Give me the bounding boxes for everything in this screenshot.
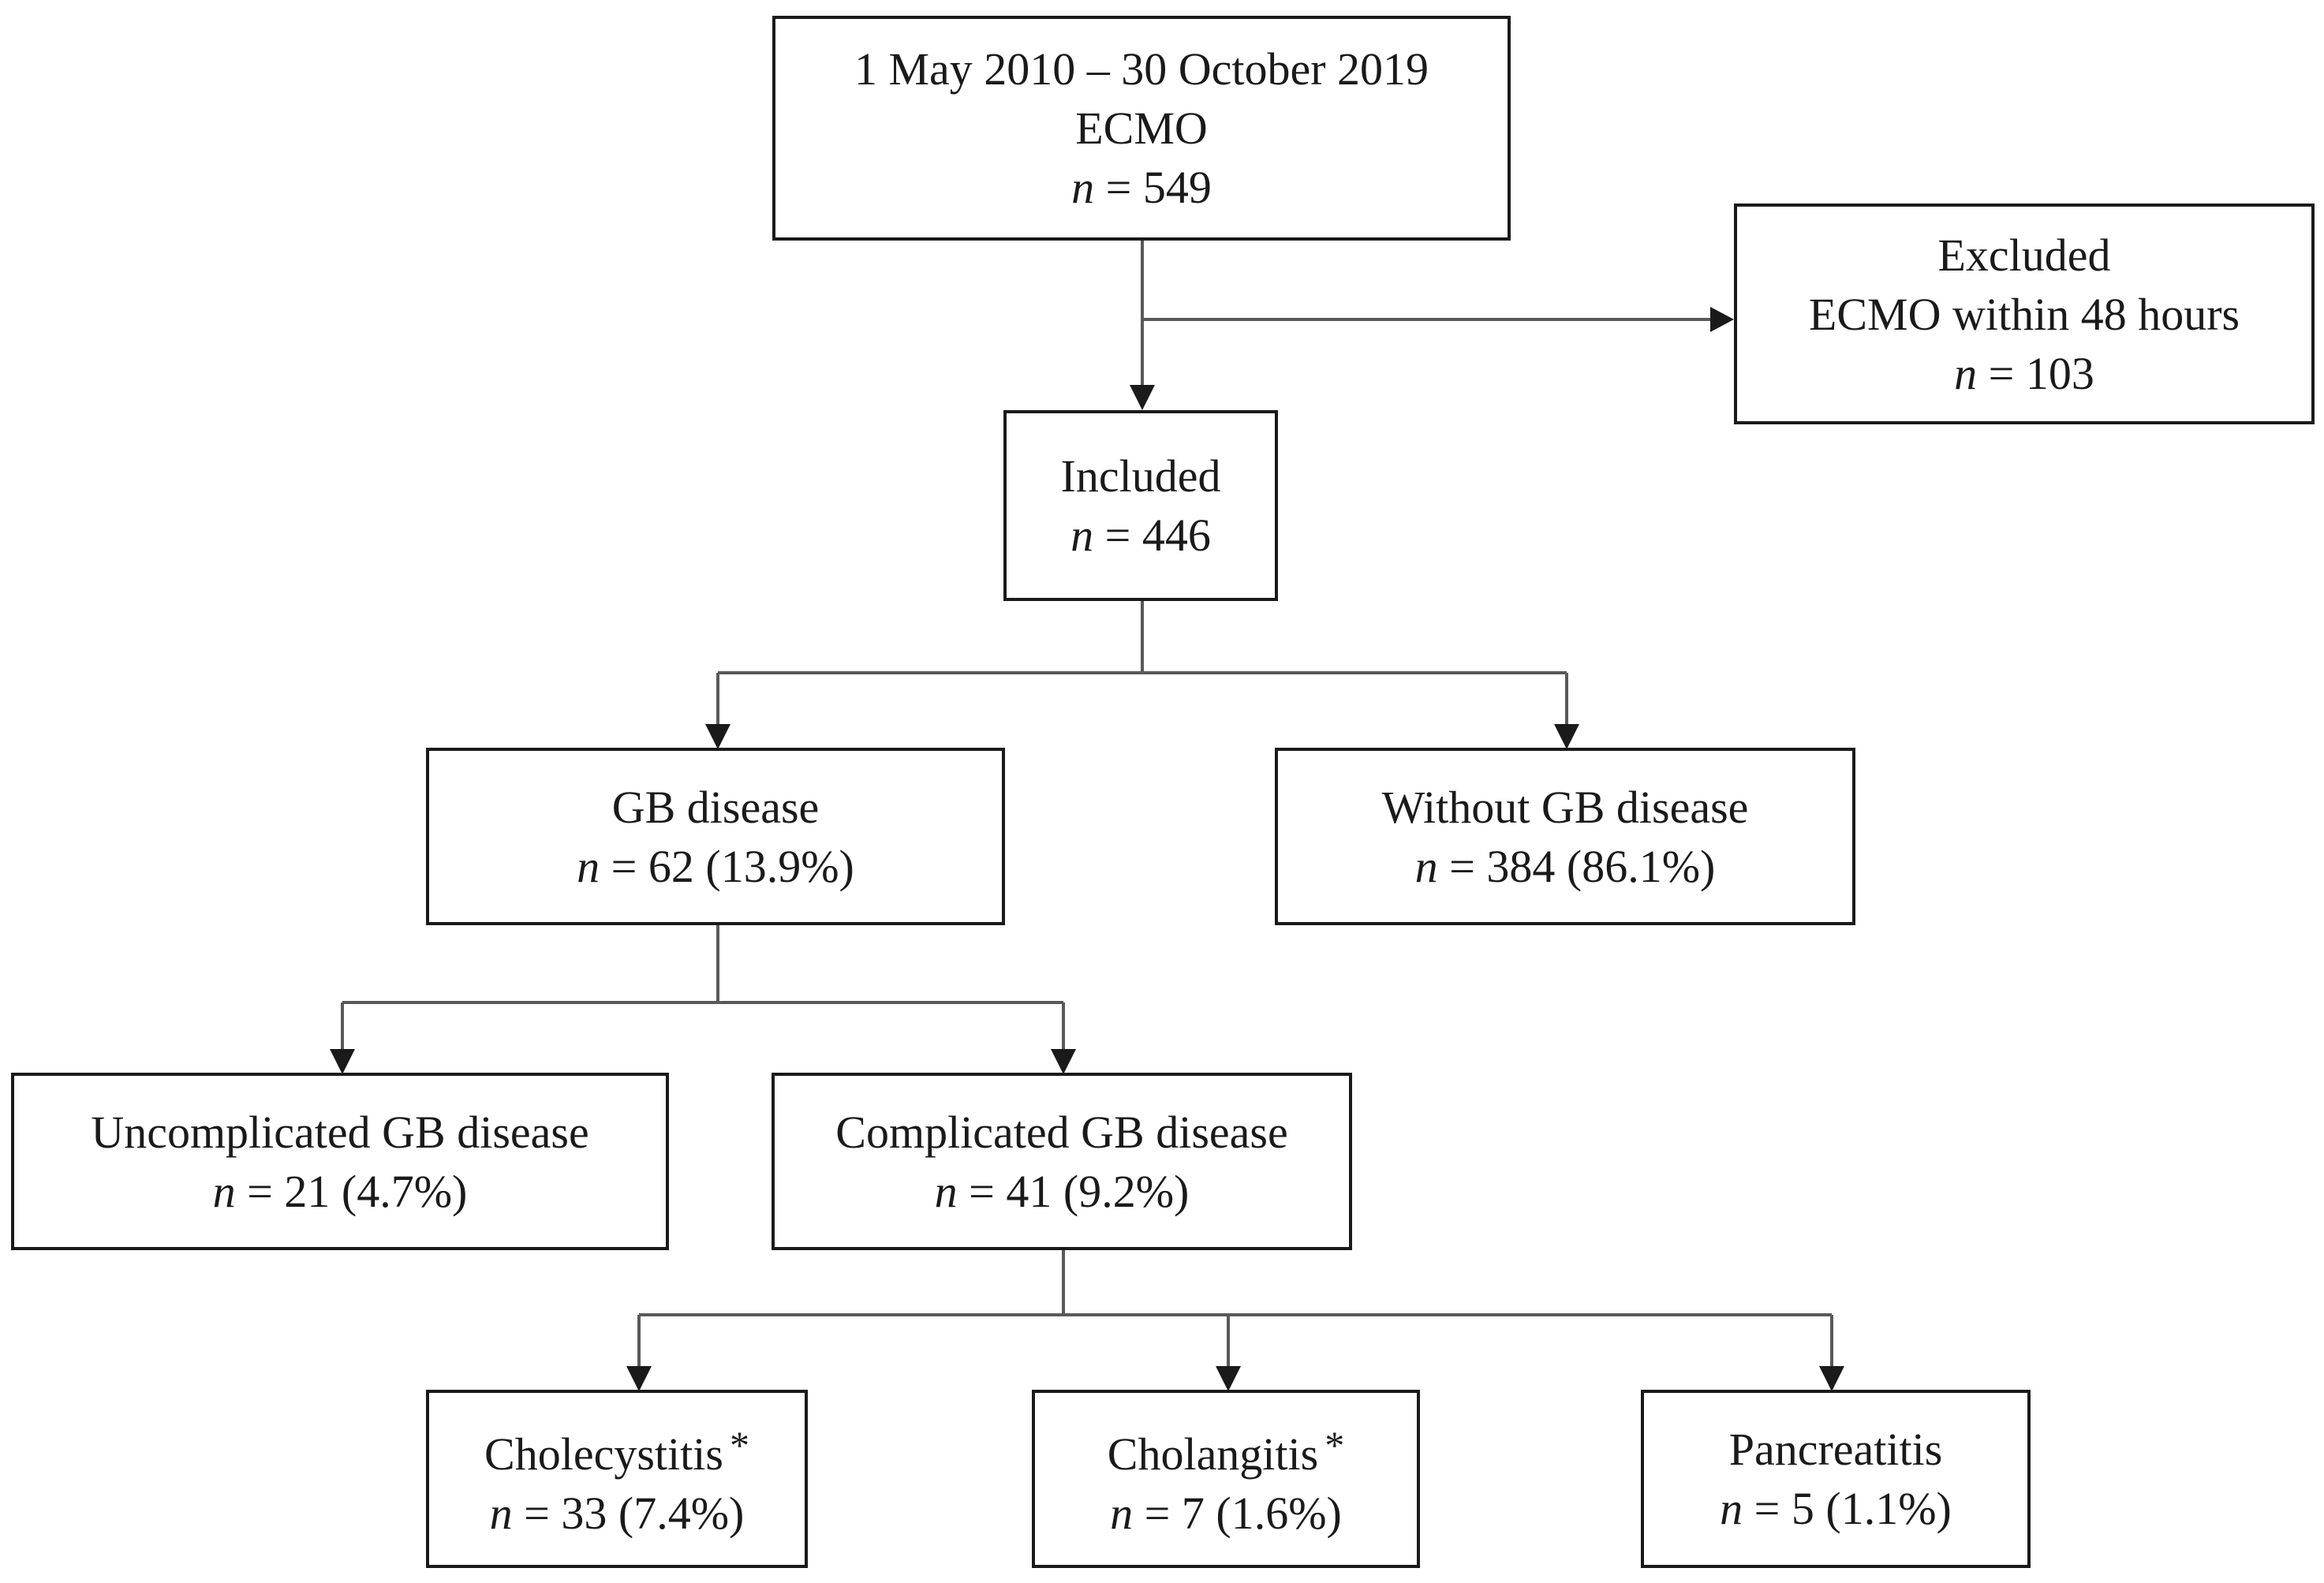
arrowhead-cholangitis	[1216, 1366, 1241, 1391]
asterisk-marker: *	[1325, 1422, 1345, 1467]
arrowhead-complicated	[1051, 1049, 1076, 1074]
cholangitis-label: Cholangitis*	[1107, 1422, 1345, 1480]
included-label: Included	[1060, 450, 1221, 502]
included-count: n = 446	[1070, 510, 1211, 561]
ecmo-count: n = 549	[1071, 162, 1212, 213]
cholangitis-count: n = 7 (1.6%)	[1110, 1487, 1342, 1539]
uncomplicated-label: Uncomplicated GB disease	[91, 1106, 589, 1158]
arrowhead-gb-disease	[705, 724, 730, 749]
included-box: Included n = 446	[1003, 410, 1278, 601]
arrowhead-pancreatitis	[1819, 1366, 1844, 1391]
pancreatitis-box: Pancreatitis n = 5 (1.1%)	[1641, 1390, 2031, 1568]
without-gb-box: Without GB disease n = 384 (86.1%)	[1275, 748, 1855, 925]
cholecystitis-count: n = 33 (7.4%)	[489, 1487, 745, 1539]
ecmo-label: ECMO	[1075, 103, 1208, 154]
arrowhead-included	[1130, 385, 1155, 410]
cholangitis-box: Cholangitis* n = 7 (1.6%)	[1032, 1390, 1420, 1568]
complicated-label: Complicated GB disease	[835, 1106, 1288, 1158]
uncomplicated-box: Uncomplicated GB disease n = 21 (4.7%)	[11, 1073, 669, 1250]
cholecystitis-label: Cholecystitis*	[484, 1422, 749, 1480]
arrowhead-without-gb	[1554, 724, 1579, 749]
ecmo-box: 1 May 2010 – 30 October 2019 ECMO n = 54…	[772, 16, 1511, 241]
gb-disease-label: GB disease	[611, 781, 820, 833]
pancreatitis-label: Pancreatitis	[1728, 1424, 1943, 1475]
uncomplicated-count: n = 21 (4.7%)	[212, 1165, 468, 1217]
without-gb-count: n = 384 (86.1%)	[1414, 840, 1716, 892]
cholecystitis-box: Cholecystitis* n = 33 (7.4%)	[426, 1390, 808, 1568]
gb-disease-box: GB disease n = 62 (13.9%)	[426, 748, 1005, 925]
gb-disease-count: n = 62 (13.9%)	[577, 840, 854, 892]
arrowhead-excluded	[1710, 307, 1734, 332]
study-period: 1 May 2010 – 30 October 2019	[854, 43, 1429, 95]
pancreatitis-count: n = 5 (1.1%)	[1720, 1483, 1952, 1534]
arrowhead-uncomplicated	[330, 1049, 355, 1074]
excluded-label: Excluded	[1937, 229, 2111, 281]
arrowhead-cholecystitis	[626, 1366, 652, 1391]
asterisk-marker: *	[729, 1422, 749, 1467]
complicated-count: n = 41 (9.2%)	[934, 1165, 1190, 1217]
complicated-box: Complicated GB disease n = 41 (9.2%)	[772, 1073, 1352, 1250]
excluded-reason: ECMO within 48 hours	[1808, 288, 2240, 340]
excluded-box: Excluded ECMO within 48 hours n = 103	[1734, 203, 2315, 424]
excluded-count: n = 103	[1954, 347, 2094, 399]
without-gb-label: Without GB disease	[1381, 781, 1749, 833]
